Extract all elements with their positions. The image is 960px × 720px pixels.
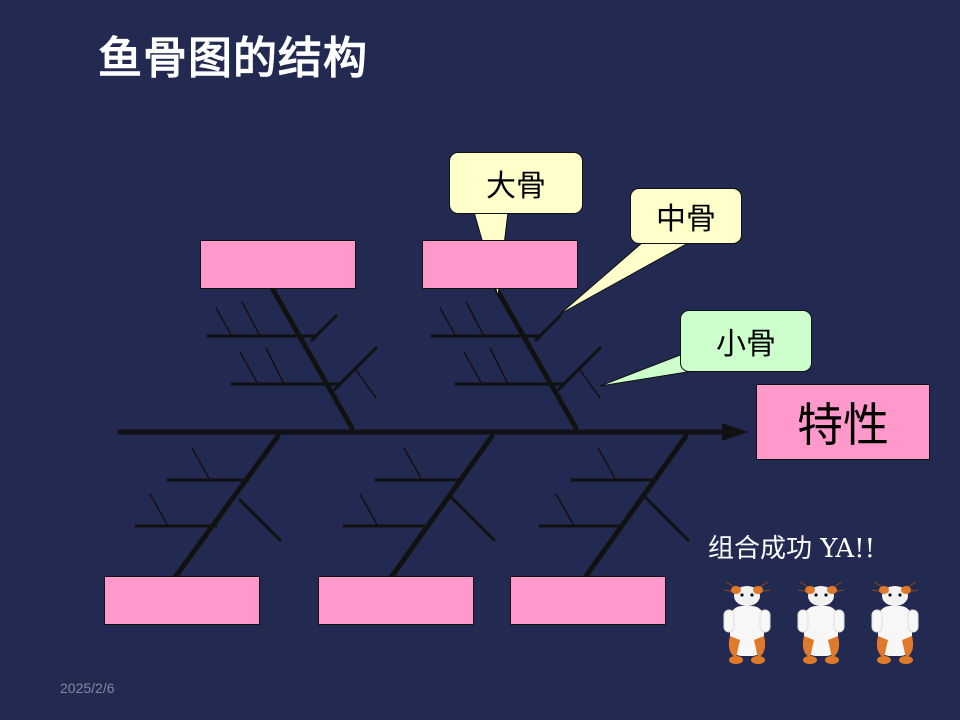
small-bone <box>355 369 377 399</box>
small-bone <box>579 369 601 399</box>
mid-bone <box>450 496 496 542</box>
cause-box-lower-right <box>510 576 666 625</box>
callout-small-bone: 小骨 <box>680 310 812 372</box>
small-bone <box>241 301 261 337</box>
hamster-icon <box>723 581 771 664</box>
mid-bone <box>310 314 338 342</box>
spine-arrowhead <box>722 423 748 441</box>
callout-big-bone: 大骨 <box>449 152 583 214</box>
mid-bone <box>556 346 602 392</box>
callout-middle-bone: 中骨 <box>630 188 742 244</box>
cause-box-upper-middle <box>422 240 578 289</box>
slide-date: 2025/2/6 <box>60 680 115 696</box>
callout-pointer-middle-bone <box>559 235 692 315</box>
small-bone <box>359 493 379 527</box>
mid-bone <box>644 496 690 542</box>
small-bone <box>555 493 575 527</box>
small-bone <box>597 447 617 481</box>
success-text: 组合成功 YA!! <box>708 534 876 564</box>
mid-bone <box>332 346 378 392</box>
big-bone-upper-left <box>269 285 355 431</box>
big-bone-lower-right <box>583 433 689 579</box>
small-bone <box>215 307 233 337</box>
characteristic-box: 特性 <box>756 384 930 460</box>
big-bone-lower-left <box>173 433 281 579</box>
mid-bone <box>534 314 562 342</box>
small-bone <box>239 351 259 385</box>
mid-bone <box>238 498 282 542</box>
small-bone <box>403 447 423 481</box>
big-bone-lower-middle <box>389 433 495 579</box>
small-bone <box>465 301 485 337</box>
cause-box-lower-left <box>104 576 260 625</box>
small-bone <box>265 347 285 385</box>
hamster-icon <box>797 581 845 664</box>
big-bone-upper-middle <box>493 285 579 431</box>
small-bone <box>149 493 169 527</box>
small-bone <box>463 351 483 385</box>
small-bone <box>191 447 211 481</box>
cause-box-lower-middle <box>318 576 474 625</box>
slide-title: 鱼骨图的结构 <box>98 33 368 84</box>
cause-box-upper-left <box>200 240 356 289</box>
hamster-icon <box>871 581 919 664</box>
small-bone <box>489 347 509 385</box>
small-bone <box>439 307 457 337</box>
